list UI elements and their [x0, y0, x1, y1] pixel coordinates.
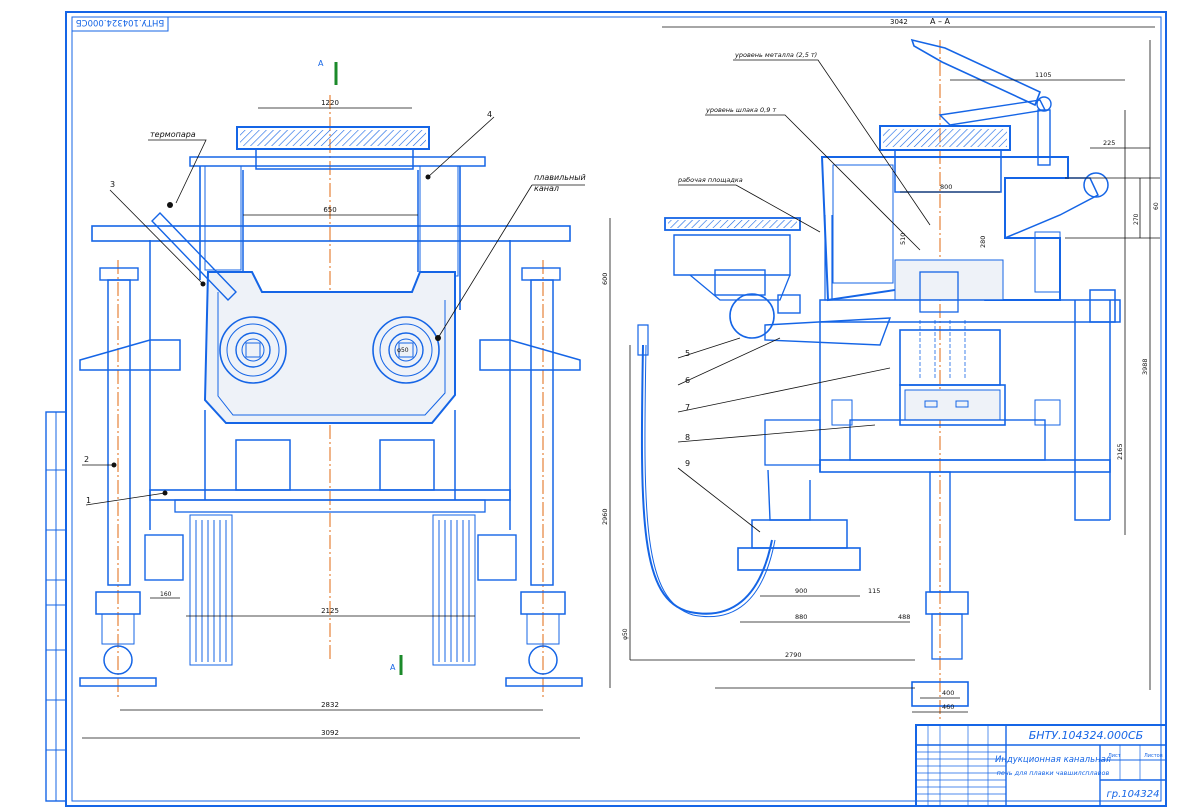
cut-mark-top: А [318, 59, 324, 68]
left-view: А А 650 1220 [79, 59, 586, 739]
part-number-4: 4 [487, 110, 492, 119]
dim-2165: 2165 [1116, 443, 1124, 460]
dim-2960: 2960 [601, 508, 609, 525]
dim-top-width: 1220 [321, 99, 339, 107]
part-number-1: 1 [86, 496, 91, 505]
dim-488: 488 [898, 613, 910, 621]
label-metal-level: уровень металла (2,5 т) [734, 51, 817, 59]
label-channel-1: плавильный [534, 173, 586, 182]
sheets-label: Листов [1144, 753, 1163, 759]
dim-2790: 2790 [785, 651, 802, 659]
dim-top: 3042 [890, 18, 908, 26]
part-number-9: 9 [685, 459, 690, 468]
dim-phi50: φ50 [622, 628, 629, 640]
group-code: гр.104324 [1107, 789, 1160, 800]
outer-frame [65, 11, 1167, 807]
part-number-7: 7 [685, 403, 690, 412]
top-stamp: БНТУ.104324.000СБ [71, 16, 169, 32]
dim-270: 270 [1133, 213, 1140, 225]
dim-115: 115 [868, 587, 880, 595]
label-work-area: рабочая площадка [677, 176, 743, 184]
dim-600: 600 [601, 273, 609, 285]
dim-base-span: 2125 [321, 607, 339, 615]
dim-880: 880 [795, 613, 807, 621]
dim-225: 225 [1103, 139, 1115, 147]
part-number-2: 2 [84, 455, 89, 464]
doc-number: БНТУ.104324.000СБ [1029, 729, 1143, 742]
dim-60: 60 [1153, 202, 1160, 210]
dim-channel: φ50 [397, 347, 409, 354]
label-slag-level: уровень шлака 0,9 т [705, 106, 776, 114]
dim-400: 400 [942, 689, 954, 697]
top-stamp-text: БНТУ.104324.000СБ [76, 17, 165, 27]
dim-span1: 2832 [321, 701, 339, 709]
right-view: А – А 3042 [601, 17, 1160, 720]
part-number-3: 3 [110, 180, 115, 189]
title-block: БНТУ.104324.000СБ Индукционная канальная… [915, 724, 1167, 807]
title-line-2: печь для плавки чавшилсплавов [997, 769, 1110, 777]
label-channel-2: канал [534, 184, 559, 193]
dim-900: 900 [795, 587, 807, 595]
dim-800: 800 [940, 183, 952, 191]
title-line-1: Индукционная канальная [995, 755, 1111, 765]
dim-280: 280 [979, 236, 987, 248]
left-strip [45, 411, 67, 802]
dim-3988: 3988 [1141, 358, 1149, 375]
inner-frame [71, 16, 1162, 802]
cut-mark-bottom: А [390, 663, 396, 672]
dim-460: 460 [942, 703, 954, 711]
label-thermocouple: термопара [150, 130, 196, 139]
section-label: А – А [930, 17, 951, 26]
dim-1105: 1105 [1035, 71, 1052, 79]
dim-span2: 3092 [321, 729, 339, 737]
sheet-label: Лист [1108, 753, 1121, 759]
part-number-8: 8 [685, 433, 690, 442]
dim-small: 160 [160, 591, 172, 598]
dim-510: 510 [899, 233, 907, 245]
part-number-6: 6 [685, 376, 690, 385]
part-number-5: 5 [685, 349, 690, 358]
dim-inner-width: 650 [323, 206, 336, 214]
